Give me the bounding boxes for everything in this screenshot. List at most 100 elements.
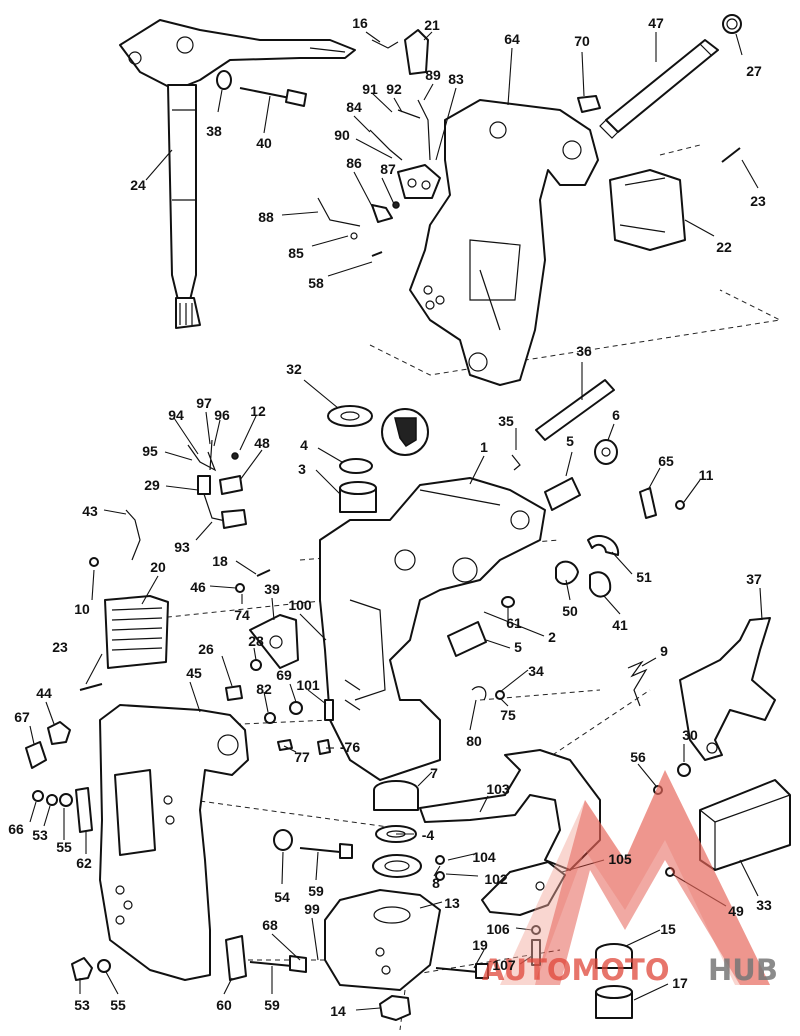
callout-label: 6	[612, 407, 620, 423]
watermark-left: AUTOMOTO	[482, 953, 669, 987]
callout-label: 15	[660, 921, 676, 937]
bushing-5-upper	[544, 477, 581, 511]
callout-label: 21	[424, 17, 440, 33]
swivel-bracket-1	[319, 477, 546, 781]
callout-label: 36	[576, 343, 592, 359]
nut-14	[379, 995, 411, 1021]
callout-label: 101	[296, 677, 320, 693]
callout-label: 5	[566, 433, 574, 449]
callout-label: 97	[196, 395, 212, 411]
callout-label: 19	[472, 937, 488, 953]
bolt-19	[435, 963, 489, 979]
callout-label: 39	[264, 581, 280, 597]
bushing-7	[373, 780, 419, 811]
callout-label: 74	[234, 607, 250, 623]
small-parts-69-77-101-76	[277, 699, 334, 755]
callout-label: 34	[528, 663, 544, 679]
retainer-50	[555, 560, 579, 585]
callout-label: 65	[658, 453, 674, 469]
pad-33	[699, 779, 791, 871]
callout-label: 102	[484, 871, 508, 887]
callout-label: 33	[756, 897, 772, 913]
callout-label: 37	[746, 571, 762, 587]
callout-label: 94	[168, 407, 184, 423]
clip-35	[511, 454, 521, 471]
callout-label: 50	[562, 603, 578, 619]
callout-label: 103	[486, 781, 510, 797]
callout-label: -4	[422, 827, 435, 843]
callout-label: 45	[186, 665, 202, 681]
callout-label: 1	[480, 439, 488, 455]
retainer-41	[589, 571, 612, 598]
callout-label: 9	[660, 643, 668, 659]
callout-label: 83	[448, 71, 464, 87]
cover-22	[609, 169, 686, 251]
swivel-housing-13	[324, 889, 441, 991]
callout-label: 56	[630, 749, 646, 765]
nut-washer-53-55-lower	[71, 957, 111, 981]
leader-lines	[29, 31, 763, 1011]
screw-10	[89, 557, 99, 567]
callout-label: 14	[330, 1003, 346, 1019]
stern-bracket-64	[409, 99, 599, 386]
bushing-5-lower	[447, 621, 487, 657]
pin-36	[535, 379, 615, 441]
small-parts-28-26-82	[225, 659, 276, 724]
bearing	[372, 854, 422, 878]
callout-label: 54	[274, 889, 290, 905]
callout-label: 23	[750, 193, 766, 209]
callout-label: 59	[264, 997, 280, 1013]
watermark-logo	[500, 770, 770, 985]
nut-44	[47, 721, 71, 745]
callout-label: 22	[716, 239, 732, 255]
washer-38	[216, 70, 232, 90]
callout-label: 66	[8, 821, 24, 837]
watermark-text: AUTOMOTO HUB	[482, 953, 778, 987]
wire-43	[125, 509, 141, 561]
washer-6	[594, 439, 618, 465]
callout-labels: 16 21 64 70 47 27 89 92 91 83 84 38 40 9…	[8, 15, 772, 1019]
callout-label: 3	[298, 461, 306, 477]
callout-label: 29	[144, 477, 160, 493]
callout-label: 8	[432, 875, 440, 891]
callout-label: 92	[386, 81, 402, 97]
callout-label: 91	[362, 81, 378, 97]
callout-label: 47	[648, 15, 664, 31]
swivel-shaft	[119, 19, 356, 329]
callout-label: 90	[334, 127, 350, 143]
callout-label: 68	[262, 917, 278, 933]
nut-30	[677, 763, 691, 777]
callout-label: 24	[130, 177, 146, 193]
callout-label: 2	[548, 629, 556, 645]
screws-8-102	[435, 855, 445, 881]
callout-label: 43	[82, 503, 98, 519]
callout-label: 75	[500, 707, 516, 723]
callout-label: 99	[304, 901, 320, 917]
bolt-40	[239, 87, 307, 107]
callout-label: 53	[74, 997, 90, 1013]
parts-68-60-59	[225, 935, 307, 981]
plate-65	[639, 487, 657, 519]
callout-label: 5	[514, 639, 522, 655]
callout-label: -76	[340, 739, 360, 755]
callout-label: 35	[498, 413, 514, 429]
callout-label: 89	[425, 67, 441, 83]
callout-label: 93	[174, 539, 190, 555]
knob-67	[25, 741, 47, 769]
callout-label: 32	[286, 361, 302, 377]
callout-label: 49	[728, 903, 744, 919]
callout-label: 100	[288, 597, 312, 613]
callout-label: 30	[682, 727, 698, 743]
washer-54	[273, 829, 293, 851]
nut-70	[577, 95, 601, 113]
callout-label: 51	[636, 569, 652, 585]
callout-label: 38	[206, 123, 222, 139]
callout-label: 53	[32, 827, 48, 843]
callout-label: 12	[250, 403, 266, 419]
bushing-3	[339, 481, 377, 513]
inset-circle	[381, 408, 429, 456]
ring-27	[722, 14, 742, 34]
callout-label: 61	[506, 615, 522, 631]
bolt-59-upper	[299, 843, 353, 859]
